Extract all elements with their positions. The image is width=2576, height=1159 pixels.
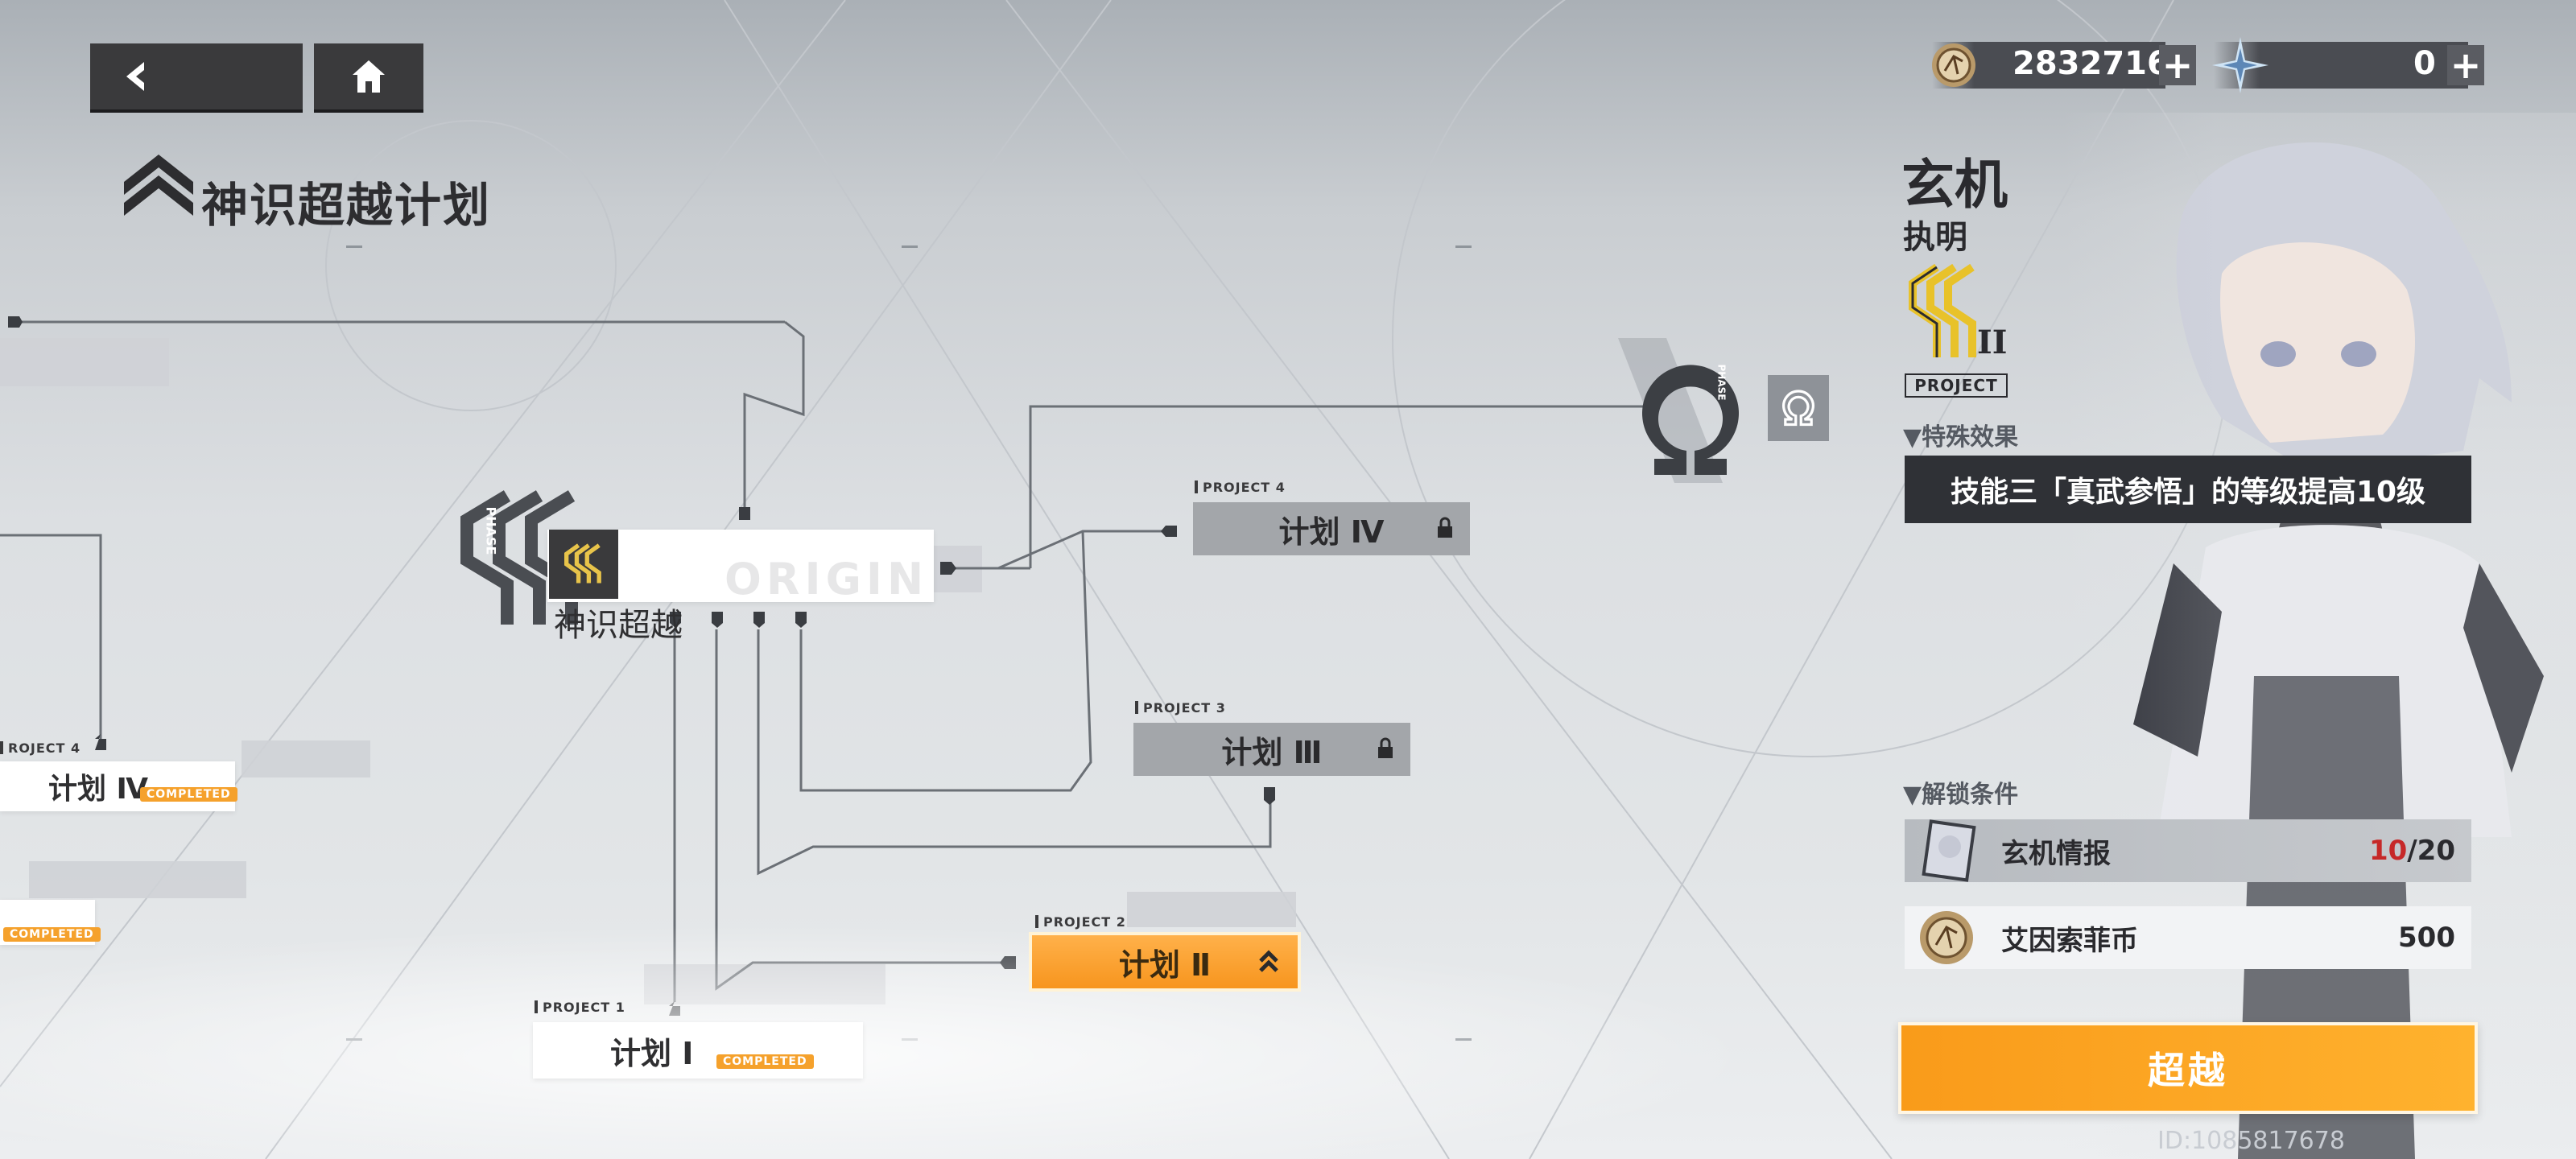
character-subtitle: 执明	[1903, 219, 1967, 256]
plan-label: 计划 Ⅲ	[1221, 734, 1323, 770]
omega-mini-icon	[1768, 375, 1829, 441]
user-id: ID:1085817678	[2157, 1127, 2345, 1155]
character-card-icon	[1922, 819, 1976, 882]
home-icon	[353, 60, 385, 93]
crystal-value: 0	[2413, 45, 2436, 82]
plan-4-node[interactable]: 计划 Ⅳ	[1193, 502, 1470, 555]
completed-badge: COMPLETED	[716, 1054, 814, 1069]
transcend-button[interactable]: 超越	[1898, 1022, 2478, 1114]
omega-phase-text: PHASE	[1715, 364, 1728, 401]
condition-value: 500	[2398, 922, 2455, 954]
condition-row: 艾因索菲币 500	[1905, 906, 2471, 969]
sss-badge-icon	[549, 530, 618, 599]
plan-label: 计划 Ⅳ	[1278, 514, 1385, 550]
coin-icon	[1920, 911, 1973, 964]
unlock-conditions-heading: ▼解锁条件	[1903, 781, 2019, 809]
crystal-star-icon	[2212, 37, 2268, 93]
rank-roman: II	[1977, 324, 2008, 361]
character-name: 玄机	[1901, 154, 2008, 216]
page-title: 神识超越计划	[201, 178, 492, 233]
completed-badge: COMPLETED	[140, 787, 237, 802]
lock-icon	[1438, 517, 1452, 538]
condition-have: 10	[2368, 835, 2408, 867]
plan-4-left-node[interactable]: 计划 Ⅳ COMPLETED	[0, 761, 237, 811]
completed-badge: COMPLETED	[3, 927, 101, 942]
project-tag: PROJECT 3	[1135, 700, 1226, 716]
plan-2-node[interactable]: 计划 Ⅱ	[1029, 932, 1301, 992]
character-portrait	[2061, 113, 2576, 1159]
center-node-label: 神识超越	[554, 607, 683, 644]
project-label: PROJECT	[1905, 373, 2008, 398]
condition-row: 玄机情报 10/20	[1905, 819, 2471, 882]
special-effect-text: 技能三「真武参悟」的等级提高10级	[1905, 456, 2471, 523]
condition-progress: 10/20	[2369, 835, 2455, 867]
special-effect-heading: ▼特殊效果	[1903, 423, 2019, 452]
back-button[interactable]	[90, 43, 303, 113]
add-coin-button[interactable]: +	[2159, 45, 2196, 85]
chevron-up-logo-icon	[124, 155, 193, 216]
project-tag: PROJECT 2	[1035, 914, 1126, 930]
phase-text: PHASE	[483, 506, 499, 555]
condition-need: /20	[2407, 835, 2455, 867]
center-node[interactable]: 神识超越 ORIGIN	[547, 530, 934, 644]
sss-rank-icon	[1909, 263, 1976, 357]
center-node-bg-text: ORIGIN	[724, 554, 929, 604]
lock-icon	[1378, 737, 1393, 758]
project-tag: PROJECT 4	[1195, 480, 1286, 495]
home-button[interactable]	[314, 43, 423, 113]
coin-icon	[1932, 43, 1975, 87]
condition-label: 玄机情报	[2001, 837, 2111, 870]
plan-1-node[interactable]: 计划 Ⅰ COMPLETED	[533, 1022, 863, 1079]
plan-left-partial-node[interactable]: COMPLETED	[0, 900, 101, 945]
omega-node-icon[interactable]	[1610, 330, 1771, 491]
condition-label: 艾因索菲币	[2001, 924, 2138, 957]
plan-label: 计划 Ⅱ	[1118, 947, 1212, 983]
back-arrow-icon	[126, 62, 144, 91]
plan-label: 计划 Ⅰ	[610, 1035, 694, 1071]
plan-label: 计划 Ⅳ	[48, 773, 149, 806]
plan-3-node[interactable]: 计划 Ⅲ	[1133, 723, 1410, 776]
light-glow	[0, 901, 1932, 1159]
double-chevron-up-icon	[1259, 950, 1278, 972]
project-tag: ROJECT 4	[0, 740, 80, 756]
add-crystal-button[interactable]: +	[2447, 45, 2484, 85]
coin-value: 2832716	[2013, 45, 2169, 82]
project-tag: PROJECT 1	[535, 1000, 625, 1015]
